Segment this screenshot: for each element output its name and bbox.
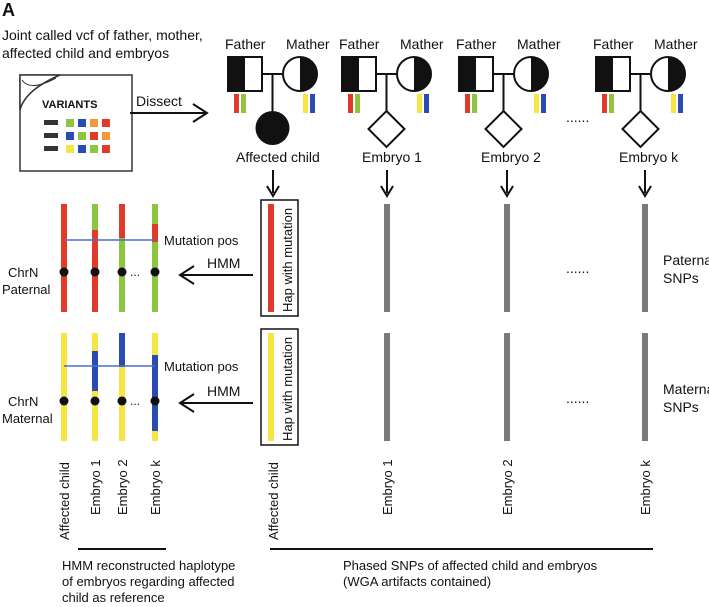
mother-allele-bars [671, 94, 683, 113]
child-label-affected: Affected child [236, 149, 320, 165]
mother-allele-bars [534, 94, 546, 113]
right-col-affected: Affected child [266, 462, 281, 540]
father-allele-bars [348, 94, 360, 113]
father-symbol [595, 56, 631, 92]
mother-label: Mather [400, 36, 444, 52]
left-col-embryo-2: Embryo 2 [115, 459, 130, 515]
hmm-arrowhead-paternal [178, 265, 195, 285]
child-label-embryo-2: Embryo 2 [481, 149, 541, 165]
mother-allele-bars [417, 94, 429, 113]
father-label: Father [593, 36, 634, 52]
left-col-affected: Affected child [57, 462, 72, 540]
father-symbol [458, 56, 494, 92]
pedigree-embryo-1: Father Mather [339, 36, 444, 149]
maternal-snps-label-1: Maternal [663, 381, 709, 397]
hap-box-paternal: Hap with mutation [260, 199, 299, 317]
chr-maternal-label-2: Maternal [2, 411, 53, 426]
father-symbol [341, 56, 377, 92]
chr-paternal-label-1: ChrN [8, 265, 38, 280]
paternal-ellipsis: ...... [566, 260, 589, 276]
caption-right-1: Phased SNPs of affected child and embryo… [343, 558, 598, 573]
variant-grid [44, 119, 110, 153]
caption-left-3: child as reference [62, 590, 165, 605]
mutation-pos-label-paternal: Mutation pos [164, 233, 239, 248]
hap-box-label: Hap with mutation [280, 208, 295, 312]
left-col-embryo-1: Embryo 1 [88, 459, 103, 515]
mother-label: Mather [654, 36, 698, 52]
panel-label: A [2, 0, 15, 20]
paternal-snps-label-1: Paternal [663, 252, 709, 268]
maternal-ellipsis: ...... [566, 390, 589, 406]
father-label: Father [225, 36, 266, 52]
dissect-arrowhead [192, 103, 209, 123]
child-label-embryo-1: Embryo 1 [362, 149, 422, 165]
dissect-label: Dissect [136, 93, 182, 109]
document-label: VARIANTS [42, 99, 97, 111]
reconstructed-maternal [59, 333, 160, 441]
caption-left-2: of embryos regarding affected [62, 574, 234, 589]
pedigree-embryo-2: Father Mather [456, 36, 561, 149]
embryo-symbol [621, 109, 660, 149]
hap-box-label: Hap with mutation [280, 337, 295, 441]
chr-paternal-label-2: Paternal [2, 282, 51, 297]
hmm-label-maternal: HMM [207, 383, 240, 399]
maternal-small-ellipsis: ... [130, 394, 140, 408]
father-allele-bars [602, 94, 614, 113]
mutation-pos-label-maternal: Mutation pos [164, 359, 239, 374]
hmm-label-paternal: HMM [207, 255, 240, 271]
embryo-symbol [484, 109, 523, 149]
paternal-snps-label-2: SNPs [663, 270, 699, 286]
intro-text-line-2: affected child and embryos [2, 45, 169, 61]
mother-allele-bars [303, 94, 315, 113]
hap-box-maternal: Hap with mutation [260, 328, 299, 446]
pedigree-embryo-k: Father Mather [593, 36, 698, 149]
pedigree-ellipsis: ...... [566, 109, 589, 125]
chr-maternal-label-1: ChrN [8, 394, 38, 409]
mother-symbol [513, 56, 549, 92]
mother-symbol [396, 56, 432, 92]
phased-snp-bars [384, 204, 648, 441]
reconstructed-paternal [59, 204, 160, 312]
caption-left-1: HMM reconstructed haplotype [62, 558, 235, 573]
pedigree-affected-child: Father Mather [225, 36, 330, 145]
mother-label: Mather [286, 36, 330, 52]
caption-right-2: (WGA artifacts contained) [343, 574, 491, 589]
mother-symbol [650, 56, 686, 92]
mother-symbol [282, 56, 318, 92]
intro-text-line-1: Joint called vcf of father, mother, [2, 27, 203, 43]
maternal-snps-label-2: SNPs [663, 399, 699, 415]
mother-label: Mather [517, 36, 561, 52]
hmm-arrowhead-maternal [178, 393, 195, 413]
down-arrows [266, 170, 652, 198]
father-label: Father [456, 36, 497, 52]
vcf-document-icon: VARIANTS [19, 74, 133, 172]
right-col-embryo-k: Embryo k [638, 460, 653, 515]
father-allele-bars [465, 94, 477, 113]
father-symbol [227, 56, 263, 92]
left-col-embryo-k: Embryo k [148, 460, 163, 515]
child-label-embryo-k: Embryo k [619, 149, 679, 165]
right-col-embryo-2: Embryo 2 [500, 459, 515, 515]
father-allele-bars [234, 94, 246, 113]
right-col-embryo-1: Embryo 1 [380, 459, 395, 515]
paternal-small-ellipsis: ... [130, 265, 140, 279]
father-label: Father [339, 36, 380, 52]
embryo-symbol [367, 109, 406, 149]
affected-child-symbol [255, 111, 290, 145]
